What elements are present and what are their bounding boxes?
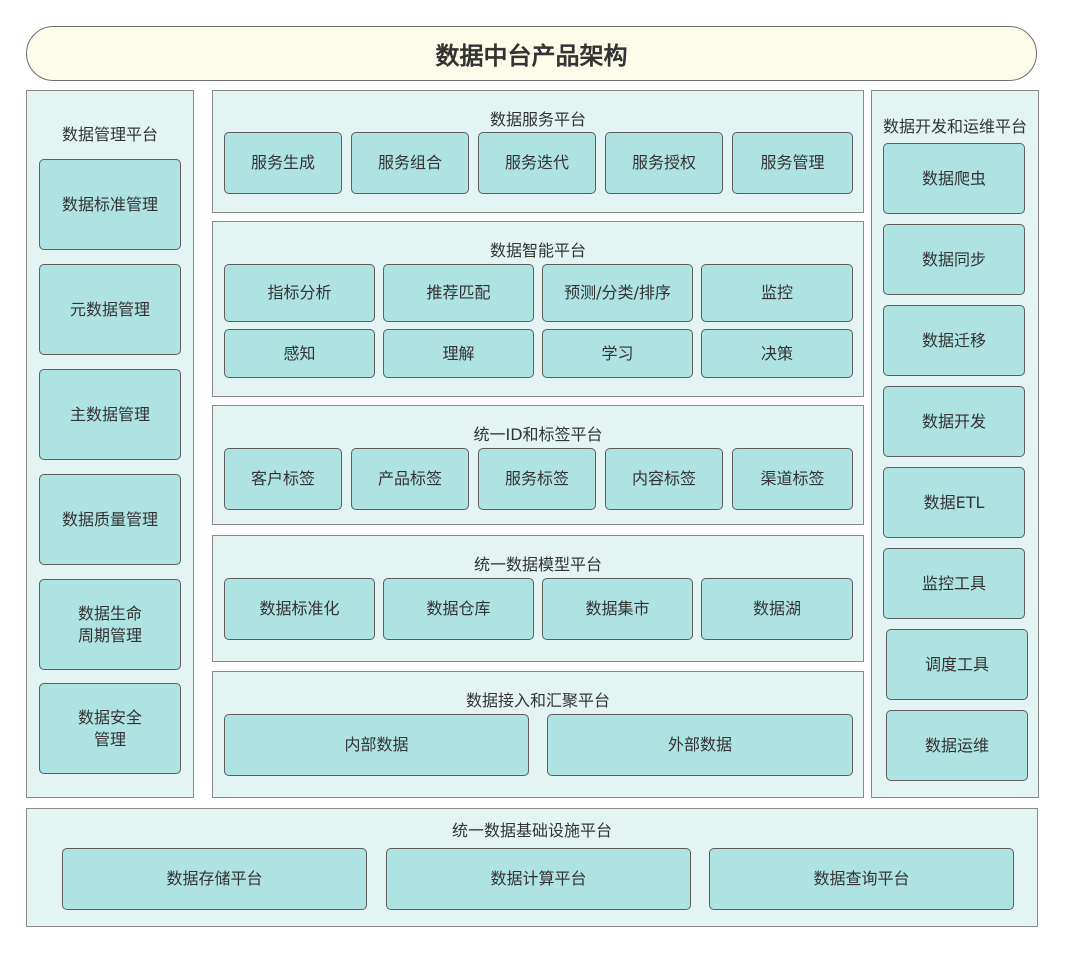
right-item-sync: 数据同步	[883, 224, 1025, 295]
left-item-metadata: 元数据管理	[39, 264, 181, 355]
right-item-development: 数据开发	[883, 386, 1025, 457]
service-item-manage: 服务管理	[732, 132, 853, 194]
service-item-authorize: 服务授权	[605, 132, 723, 194]
model-item-standardize: 数据标准化	[224, 578, 375, 640]
intel-item-predict-classify-rank: 预测/分类/排序	[542, 264, 693, 322]
infra-platform-title: 统一数据基础设施平台	[451, 821, 612, 840]
right-item-crawler: 数据爬虫	[883, 143, 1025, 214]
data-management-panel-title: 数据管理平台	[61, 125, 158, 144]
intel-item-perceive: 感知	[224, 329, 375, 378]
left-item-master-data: 主数据管理	[39, 369, 181, 460]
right-item-monitoring-tools: 监控工具	[883, 548, 1025, 619]
intel-item-understand: 理解	[383, 329, 534, 378]
service-item-compose: 服务组合	[351, 132, 469, 194]
model-item-lake: 数据湖	[701, 578, 853, 640]
right-item-etl: 数据ETL	[883, 467, 1025, 538]
intel-item-recommend-match: 推荐匹配	[383, 264, 534, 322]
right-item-data-ops: 数据运维	[886, 710, 1028, 781]
tag-item-service: 服务标签	[478, 448, 596, 510]
tag-item-content: 内容标签	[605, 448, 723, 510]
model-item-mart: 数据集市	[542, 578, 693, 640]
right-item-migration: 数据迁移	[883, 305, 1025, 376]
infra-item-compute: 数据计算平台	[386, 848, 691, 910]
intel-item-decide: 决策	[701, 329, 853, 378]
model-item-warehouse: 数据仓库	[383, 578, 534, 640]
service-item-generate: 服务生成	[224, 132, 342, 194]
intel-item-learn: 学习	[542, 329, 693, 378]
service-item-iterate: 服务迭代	[478, 132, 596, 194]
left-item-data-quality: 数据质量管理	[39, 474, 181, 565]
service-platform-title: 数据服务平台	[489, 110, 586, 129]
tag-item-product: 产品标签	[351, 448, 469, 510]
id-tag-platform-title: 统一ID和标签平台	[473, 425, 603, 444]
infra-item-storage: 数据存储平台	[62, 848, 367, 910]
left-item-data-lifecycle: 数据生命 周期管理	[39, 579, 181, 670]
ingest-item-external: 外部数据	[547, 714, 853, 776]
intel-item-metric-analysis: 指标分析	[224, 264, 375, 322]
ingest-item-internal: 内部数据	[224, 714, 529, 776]
tag-item-customer: 客户标签	[224, 448, 342, 510]
intelligence-platform-title: 数据智能平台	[489, 241, 586, 260]
intel-item-monitor: 监控	[701, 264, 853, 322]
right-item-scheduling-tools: 调度工具	[886, 629, 1028, 700]
infra-item-query: 数据查询平台	[709, 848, 1014, 910]
left-item-data-security: 数据安全 管理	[39, 683, 181, 774]
page-title: 数据中台产品架构	[26, 26, 1037, 81]
ingest-platform-title: 数据接入和汇聚平台	[465, 691, 610, 710]
tag-item-channel: 渠道标签	[732, 448, 853, 510]
dev-ops-panel-title: 数据开发和运维平台	[882, 117, 1027, 136]
model-platform-title: 统一数据模型平台	[473, 555, 602, 574]
left-item-data-standard: 数据标准管理	[39, 159, 181, 250]
